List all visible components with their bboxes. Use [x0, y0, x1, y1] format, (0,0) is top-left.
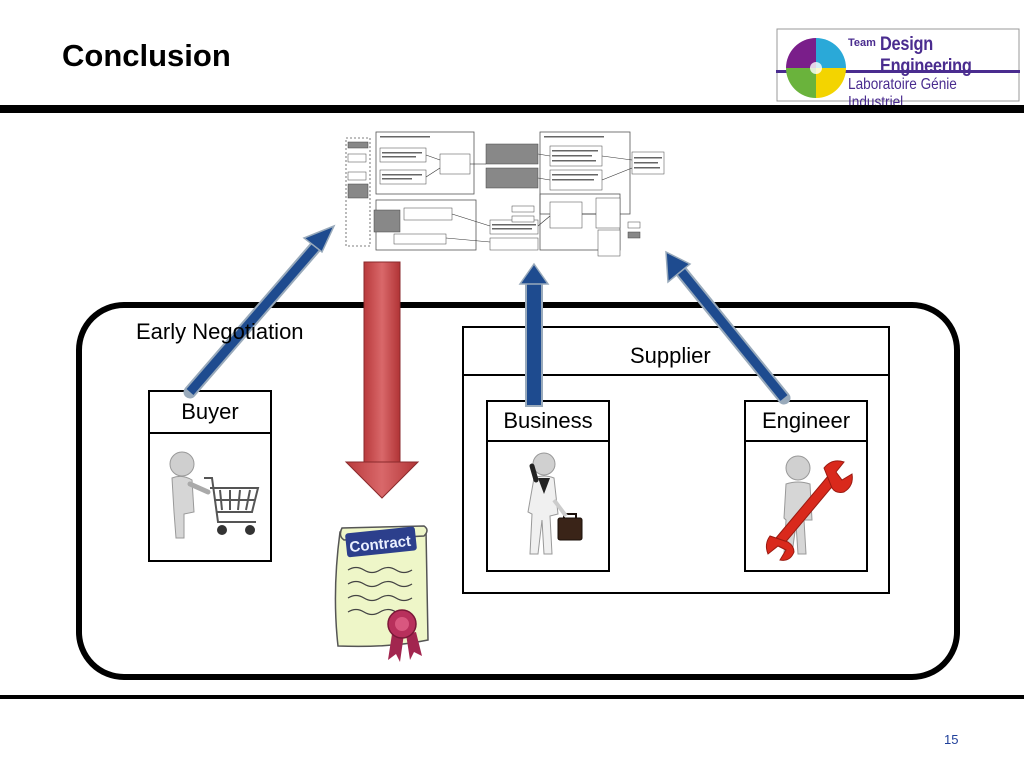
- buyer-label: Buyer: [148, 390, 272, 434]
- engineer-up-arrow: [665, 250, 791, 405]
- engineer-card: [744, 400, 868, 572]
- businessman-icon: [527, 452, 583, 555]
- page-title: Conclusion: [62, 38, 231, 73]
- logo-name-text: Design Engineering: [880, 34, 972, 77]
- contract-down-arrow: [344, 261, 420, 499]
- supplier-label: Supplier: [630, 343, 711, 368]
- business-label: Business: [486, 400, 610, 442]
- footer-divider: [0, 695, 1024, 699]
- logo-team-text: Team: [848, 37, 876, 49]
- shopping-cart-person-icon: [169, 451, 260, 539]
- process-flowchart: [345, 131, 665, 257]
- header-divider: [0, 105, 1024, 113]
- wrench-person-icon: [765, 455, 853, 561]
- business-up-arrow: [518, 262, 550, 407]
- supplier-header: [462, 326, 890, 376]
- early-negotiation-label: Early Negotiation: [136, 319, 304, 344]
- business-card: [486, 400, 610, 572]
- page-number: 15: [944, 732, 959, 747]
- engineer-label: Engineer: [744, 400, 868, 442]
- buyer-up-arrow: [183, 224, 336, 399]
- logo-emblem: [776, 28, 1020, 102]
- buyer-card: [148, 390, 272, 562]
- contract-icon: Contract: [334, 525, 429, 662]
- contract-title: Contract: [349, 533, 412, 556]
